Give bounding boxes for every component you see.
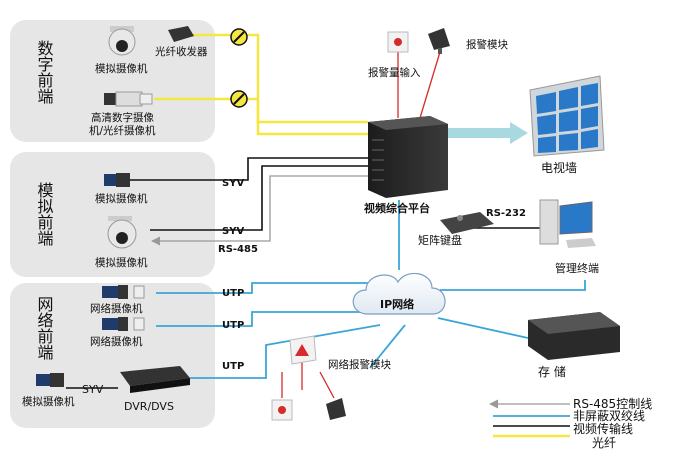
dome-camera-icon bbox=[108, 26, 136, 56]
rs485-label: RS-485 bbox=[218, 244, 258, 255]
dvr-label: DVR/DVS bbox=[124, 400, 174, 413]
analog-camera-2-label: 模拟摄像机 bbox=[95, 192, 148, 205]
legend-item-twisted-pair: 非屏蔽双绞线 bbox=[573, 408, 645, 423]
analog-front-panel bbox=[10, 152, 215, 277]
tv-wall-arrow bbox=[448, 122, 528, 144]
alarm-button-icon bbox=[271, 399, 293, 421]
alarm-input-label: 报警量输入 bbox=[368, 66, 421, 79]
analog-camera-1-label: 模拟摄像机 bbox=[95, 62, 148, 75]
rs232-label: RS-232 bbox=[486, 208, 526, 219]
box-camera-icon bbox=[102, 285, 145, 299]
alarm-button-icon bbox=[289, 335, 317, 365]
matrix-keyboard-label: 矩阵键盘 bbox=[418, 233, 462, 247]
box-camera-icon bbox=[102, 317, 145, 331]
video-lines bbox=[156, 200, 586, 438]
storage-label: 存 储 bbox=[538, 364, 566, 379]
analog-front-title: 模拟前端 bbox=[35, 182, 54, 246]
syv-1-label: SYV bbox=[222, 178, 244, 189]
fiber-lines bbox=[154, 33, 368, 136]
server-rack-icon bbox=[368, 116, 448, 198]
utp-2-label: UTP bbox=[222, 320, 244, 331]
alarm-module-label: 报警模块 bbox=[466, 38, 508, 51]
alarm-lines bbox=[281, 50, 441, 399]
legend: RS-485控制线 非屏蔽双绞线 视频传输线 光纤 bbox=[573, 397, 652, 450]
utp-3-label: UTP bbox=[222, 361, 244, 372]
box-camera-icon bbox=[104, 173, 130, 187]
dome-camera-icon bbox=[107, 216, 137, 249]
keyboard-icon bbox=[440, 212, 494, 234]
tv-wall-label: 电视墙 bbox=[541, 160, 577, 175]
analog-camera-3-label: 模拟摄像机 bbox=[95, 256, 148, 269]
fiber-transceiver-icon bbox=[168, 26, 194, 42]
network-camera-2-label: 网络摄像机 bbox=[90, 335, 143, 348]
siren-icon bbox=[428, 28, 450, 54]
analog-camera-4-label: 模拟摄像机 bbox=[22, 395, 75, 408]
hd-camera-label-2: 机/光纤摄像机 bbox=[89, 124, 156, 137]
legend-item-fiber: 光纤 bbox=[592, 436, 616, 450]
cloud-icon bbox=[352, 272, 446, 315]
alarm-button-icon bbox=[387, 31, 409, 53]
fiber-transceiver-label: 光纤收发器 bbox=[155, 45, 208, 58]
utp-1-label: UTP bbox=[222, 288, 244, 299]
siren-icon bbox=[326, 398, 346, 420]
digital-front-title: 数字前端 bbox=[35, 40, 54, 104]
network-front-title: 网络前端 bbox=[35, 296, 54, 360]
network-alarm-module-label: 网络报警模块 bbox=[328, 358, 391, 371]
legend-item-rs485: RS-485控制线 bbox=[573, 397, 652, 411]
ip-network-label: IP网络 bbox=[380, 297, 414, 311]
syv-dvr-label: SYV bbox=[82, 383, 104, 396]
platform-label: 视频综合平台 bbox=[364, 201, 430, 215]
rs485-lines bbox=[151, 175, 368, 246]
box-camera-icon bbox=[36, 373, 64, 387]
computer-icon bbox=[539, 199, 596, 248]
box-camera-icon bbox=[104, 91, 153, 107]
storage-icon bbox=[528, 312, 620, 360]
digital-front-panel bbox=[10, 20, 215, 142]
legend-item-video: 视频传输线 bbox=[573, 421, 633, 436]
network-front-panel bbox=[10, 283, 215, 428]
hd-camera-label-1: 高清数字摄像 bbox=[91, 111, 154, 124]
tv-wall-icon bbox=[529, 75, 605, 157]
syv-2-label: SYV bbox=[222, 226, 244, 237]
no-entry-icon bbox=[230, 90, 248, 108]
no-entry-icon bbox=[230, 28, 248, 46]
management-terminal-label: 管理终端 bbox=[555, 261, 599, 275]
network-camera-1-label: 网络摄像机 bbox=[90, 302, 143, 315]
dvr-icon bbox=[120, 366, 190, 393]
